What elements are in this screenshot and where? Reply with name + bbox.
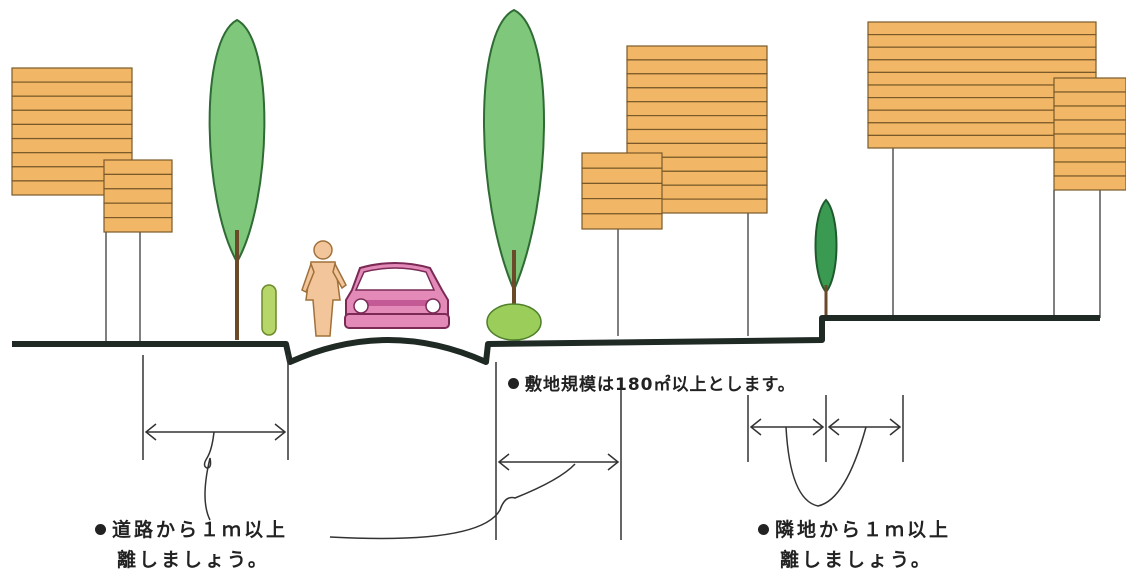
site-size-leader <box>329 463 576 540</box>
siding-board <box>1053 77 1126 93</box>
road-setback-line2: 離しましょう。 <box>117 549 270 571</box>
siding-board <box>626 87 768 103</box>
neighbor-setback-dimension <box>747 395 904 507</box>
person <box>301 240 347 337</box>
siding-board <box>1053 133 1126 149</box>
shrub-left <box>261 284 277 336</box>
siding-board <box>1053 105 1126 121</box>
siding-board <box>581 182 663 200</box>
siding-board <box>11 123 133 140</box>
bullet-dot <box>758 524 769 535</box>
road-setback-dimension <box>142 355 289 521</box>
building-right <box>867 21 1126 318</box>
siding-board <box>1053 175 1126 191</box>
building-left <box>11 67 173 343</box>
siding-board <box>867 33 1097 48</box>
neighbor-setback-line2: 離しましょう。 <box>780 549 933 571</box>
tree-center <box>483 8 545 338</box>
site-size-text: 敷地規模は180㎡以上とします。 <box>525 375 796 395</box>
road-setback-line1: 道路から１ｍ以上 <box>112 519 289 541</box>
siding-board <box>581 167 663 184</box>
tree-left <box>208 18 266 340</box>
siding-board <box>103 217 173 233</box>
neighbor-setback-label: 隣地から１ｍ以上 離しましょう。 <box>758 515 951 575</box>
siding-board <box>626 45 768 61</box>
siding-board <box>1053 91 1126 107</box>
siding-board <box>581 198 663 215</box>
siding-board <box>11 109 133 126</box>
siding-board <box>11 95 133 111</box>
shrub-center <box>486 303 542 341</box>
siding-board <box>867 59 1097 73</box>
siding-board <box>11 67 133 83</box>
site-size-label: 敷地規模は180㎡以上とします。 <box>508 370 796 395</box>
bullet-dot <box>95 524 106 535</box>
road-setback-label: 道路から１ｍ以上 離しましょう。 <box>95 515 288 575</box>
siding-board <box>103 202 173 219</box>
bullet-dot <box>508 378 519 389</box>
siding-board <box>11 81 133 97</box>
ground-line <box>12 315 1100 365</box>
neighbor-setback-line1: 隣地から１ｍ以上 <box>775 519 952 541</box>
siding-board <box>626 101 768 117</box>
siding-board <box>626 59 768 75</box>
siding-board <box>1053 147 1126 163</box>
site-size-dimension <box>495 362 622 540</box>
car <box>344 262 450 329</box>
siding-board <box>626 114 768 131</box>
siding-board <box>11 138 133 154</box>
siding-board <box>1053 161 1126 177</box>
siding-board <box>867 46 1097 61</box>
siding-board <box>626 73 768 89</box>
siding-board <box>581 152 663 169</box>
building-center <box>581 45 768 336</box>
siding-board <box>103 173 173 190</box>
siding-board <box>103 159 173 175</box>
siding-board <box>626 128 768 144</box>
siding-board <box>581 213 663 230</box>
tree-small-right <box>814 198 838 318</box>
siding-board <box>103 188 173 204</box>
siding-board <box>867 21 1097 36</box>
siding-board <box>1053 119 1126 135</box>
